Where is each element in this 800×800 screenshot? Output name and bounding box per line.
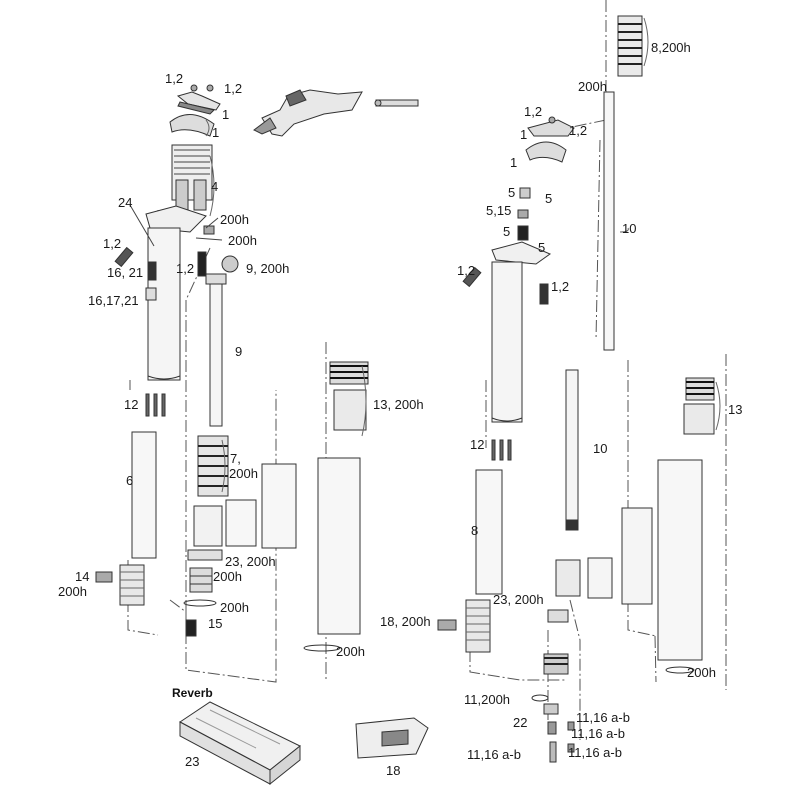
left-bolts	[114, 246, 239, 301]
label: 1,2	[524, 104, 543, 119]
label: 9, 200h	[246, 261, 290, 276]
label: 11,16 a-b	[571, 726, 625, 741]
label: 23	[185, 754, 200, 769]
label: 200h	[213, 569, 242, 584]
label: 1,2	[176, 261, 195, 276]
right-upper-post	[462, 187, 552, 423]
label: 8	[471, 523, 479, 538]
label: 13, 200h	[373, 397, 424, 412]
left-head-assembly	[171, 144, 213, 211]
label: 12	[470, 437, 485, 452]
label: 1	[212, 125, 220, 140]
label: 18	[386, 763, 401, 778]
label: 22	[513, 715, 528, 730]
label: 200h	[228, 233, 257, 248]
label: 16, 21	[107, 265, 144, 280]
label: 14	[75, 569, 90, 584]
right-large-cylinder	[657, 377, 715, 661]
label: 11,16 a-b	[576, 710, 630, 725]
label: 5	[538, 240, 546, 255]
label: 1,2	[551, 279, 570, 294]
right-piston-stack	[531, 507, 695, 763]
right-long-shaft	[565, 91, 615, 531]
label: 1,2	[569, 123, 588, 138]
remote-lever	[253, 89, 419, 137]
label: 1,2	[224, 81, 243, 96]
right-pins	[491, 439, 512, 461]
label: 10	[593, 441, 608, 456]
label: 24	[118, 195, 133, 210]
label: 10	[622, 221, 637, 236]
left-pins	[145, 393, 166, 417]
label: 7,	[230, 451, 241, 466]
label: 5	[545, 191, 553, 206]
label: 9	[235, 344, 243, 359]
label: 11,200h	[464, 692, 511, 707]
label: 11,16 a-b	[568, 745, 622, 760]
left-lower-tube	[95, 431, 157, 606]
right-lower-tube	[437, 469, 503, 653]
label: 200h	[336, 644, 365, 659]
label: 5	[508, 185, 516, 200]
label: 1,2	[165, 71, 184, 86]
label: 23, 200h	[225, 554, 276, 569]
label: 200h	[58, 584, 87, 599]
label: 1,2	[457, 263, 476, 278]
reverb-bleed-block	[179, 701, 301, 786]
label: 18, 200h	[380, 614, 431, 629]
label: 16,17,21	[88, 293, 139, 308]
label: 23, 200h	[493, 592, 544, 607]
label: 15	[208, 616, 223, 631]
bleed-tool-18	[355, 717, 429, 759]
label: 200h	[229, 466, 258, 481]
label: 6	[126, 473, 134, 488]
label: 200h	[578, 79, 607, 94]
reverb-title: Reverb	[172, 686, 213, 700]
left-large-cylinder	[303, 361, 369, 652]
label: 4	[211, 179, 219, 194]
right-clamp-parts	[525, 116, 575, 163]
label: 1	[510, 155, 518, 170]
label: 200h	[220, 212, 249, 227]
left-piston-stack	[183, 435, 297, 637]
label: 12	[124, 397, 139, 412]
label: 1,2	[103, 236, 122, 251]
label: 8,200h	[651, 40, 691, 55]
left-upper-post	[145, 205, 215, 381]
label: 200h	[220, 600, 249, 615]
label: 5,15	[486, 203, 512, 218]
label: 11,16 a-b	[467, 747, 521, 762]
left-shaft	[205, 273, 227, 427]
right-top-seal-stack	[617, 15, 643, 77]
label: 13	[728, 402, 743, 417]
label: 200h	[687, 665, 716, 680]
label: 5	[503, 224, 511, 239]
label: 1	[520, 127, 528, 142]
left-clamp-parts	[169, 84, 221, 137]
label: 1	[222, 107, 230, 122]
